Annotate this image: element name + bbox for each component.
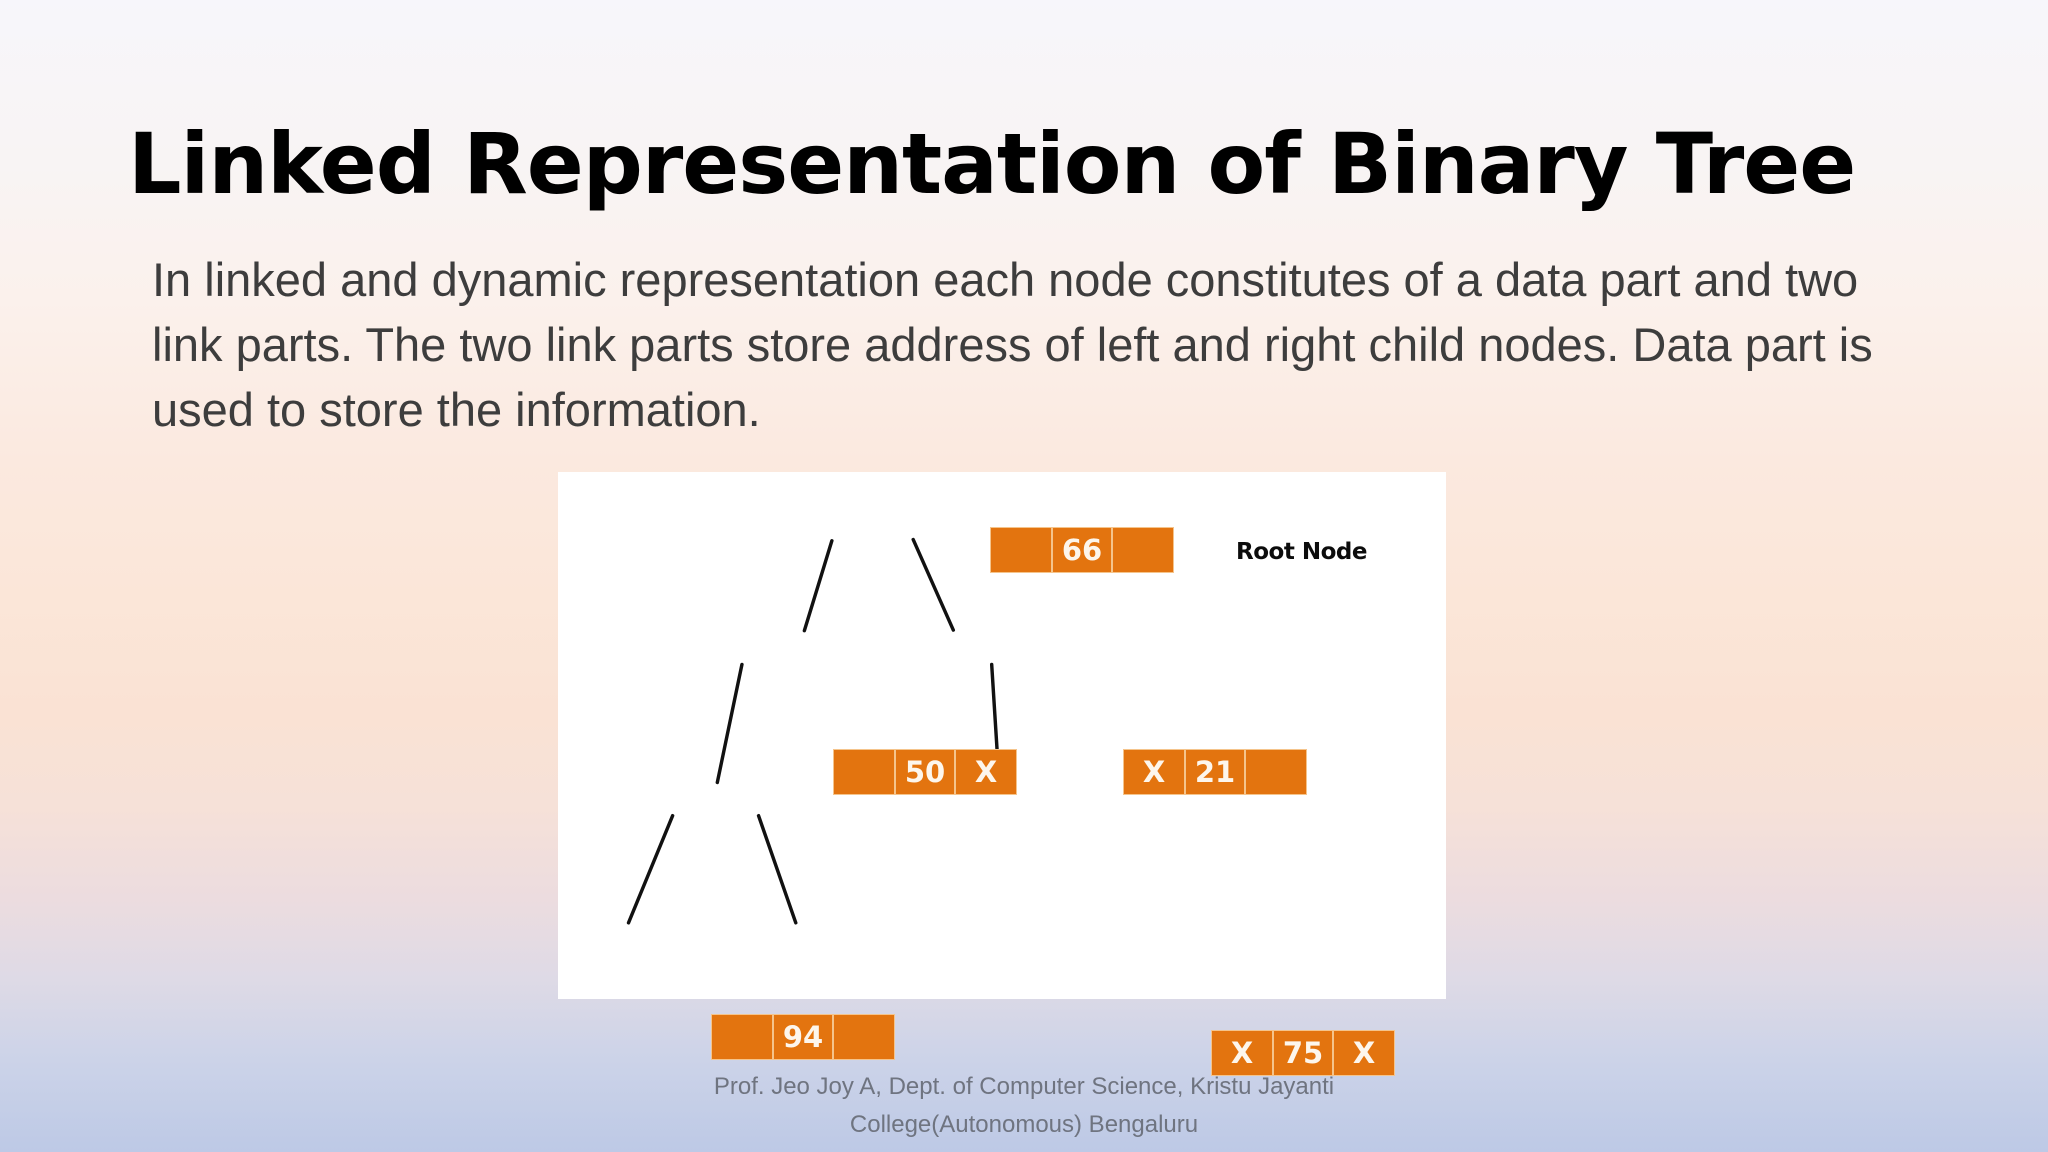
footer-line-2: College(Autonomous) Bengaluru <box>849 1111 1199 1138</box>
tree-node-94[interactable]: 94 <box>711 1014 895 1060</box>
edge-94-45 <box>626 813 675 925</box>
node-66-right-pointer <box>1112 527 1174 573</box>
node-50-right-pointer: X <box>955 749 1017 795</box>
binary-tree-diagram: 66 Root Node 50 X X 21 94 X 75 X <box>558 472 1446 1076</box>
node-75-left-pointer: X <box>1211 1030 1273 1076</box>
page-title: Linked Representation of Binary Tree <box>128 115 1856 214</box>
node-50-data: 50 <box>895 749 955 795</box>
tree-node-50[interactable]: 50 X <box>833 749 1017 795</box>
node-21-data: 21 <box>1185 749 1245 795</box>
tree-node-21[interactable]: X 21 <box>1123 749 1307 795</box>
edge-50-94 <box>715 662 744 785</box>
footer-line-1: Prof. Jeo Joy A, Dept. of Computer Scien… <box>713 1073 1335 1100</box>
body-paragraph: In linked and dynamic representation eac… <box>152 253 1873 436</box>
node-21-right-pointer <box>1245 749 1307 795</box>
node-75-data: 75 <box>1273 1030 1333 1076</box>
node-94-left-pointer <box>711 1014 773 1060</box>
tree-node-75[interactable]: X 75 X <box>1211 1030 1395 1076</box>
node-21-left-pointer: X <box>1123 749 1185 795</box>
node-50-left-pointer <box>833 749 895 795</box>
node-94-right-pointer <box>833 1014 895 1060</box>
edge-66-50 <box>802 539 834 633</box>
node-66-left-pointer <box>990 527 1052 573</box>
node-66-data: 66 <box>1052 527 1112 573</box>
footer: Prof. Jeo Joy A, Dept. of Computer Scien… <box>0 1068 2048 1144</box>
node-75-right-pointer: X <box>1333 1030 1395 1076</box>
edge-66-21 <box>911 537 956 632</box>
root-node-label: Root Node <box>1236 539 1367 565</box>
tree-link-lines <box>626 537 1002 925</box>
edge-94-18 <box>756 813 798 925</box>
node-94-data: 94 <box>773 1014 833 1060</box>
tree-node-66[interactable]: 66 <box>990 527 1174 573</box>
